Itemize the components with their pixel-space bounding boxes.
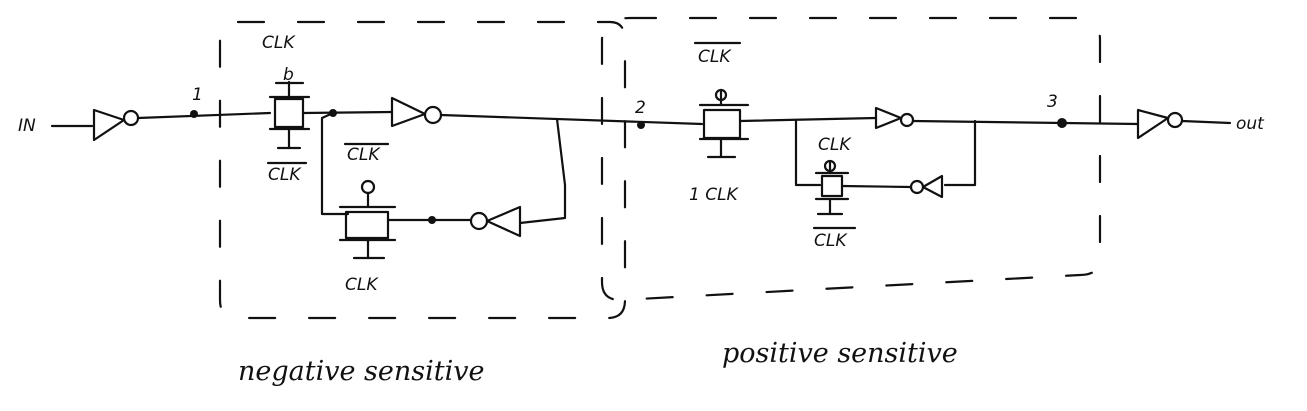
node3-label: 3: [1047, 92, 1058, 112]
junction-b-dot: [428, 216, 436, 224]
output-wire: [1180, 119, 1232, 125]
negative-latch-region: [218, 20, 627, 320]
tg3-clk-bar-label: CLK: [698, 47, 732, 67]
node2-dot: [637, 121, 645, 129]
node1-label: 1: [192, 85, 203, 105]
tg2-clk-label: CLK: [345, 275, 379, 295]
tg4-clk-label: CLK: [818, 135, 852, 155]
neg-feedback-right-wire: [518, 117, 567, 225]
transmission-gate-2: [338, 179, 397, 260]
node1-dot: [190, 110, 198, 118]
node3-dot: [1057, 118, 1067, 128]
tg1-b-label: b: [283, 65, 294, 85]
output-label: out: [1236, 114, 1265, 134]
wire-inverter4-to-node3: [911, 119, 1140, 126]
transmission-gate-4: [814, 159, 850, 216]
node2-label: 2: [635, 98, 646, 118]
inverter-2: [390, 96, 443, 128]
inverter-3: [469, 205, 522, 238]
inverter-5: [909, 174, 944, 199]
tg4-clk-bar-label: CLK: [814, 231, 848, 251]
output-inverter: [1136, 108, 1184, 140]
inverter-4: [874, 106, 915, 130]
wire-inverter2-to-node2: [439, 113, 704, 126]
wire-tg1-to-inverter2: [301, 110, 394, 115]
input-label: IN: [18, 116, 36, 136]
neg-feedback-left-wire: [320, 111, 350, 216]
positive-latch-region: [600, 16, 1102, 302]
input-inverter: [92, 108, 140, 142]
pos-feedback-right-wire: [943, 119, 977, 187]
tg2-clk-bar-label: CLK: [347, 145, 381, 165]
transmission-gate-3: [698, 88, 750, 159]
transmission-gate-1: [268, 80, 311, 150]
wire-tg3-to-inverter4: [738, 116, 878, 123]
negative-sensitive-caption: negative sensitive: [238, 356, 484, 387]
tg3-clk-label: 1 CLK: [689, 185, 740, 205]
tg1-clk-bottom-label: CLK: [268, 165, 302, 185]
pos-feedback-left-wire: [794, 119, 822, 187]
tg1-clk-top-label: CLK: [262, 33, 296, 53]
wire-input-to-node1: [136, 111, 272, 120]
positive-sensitive-caption: positive sensitive: [722, 338, 958, 369]
wire-tg4-to-inverter5: [840, 184, 912, 189]
